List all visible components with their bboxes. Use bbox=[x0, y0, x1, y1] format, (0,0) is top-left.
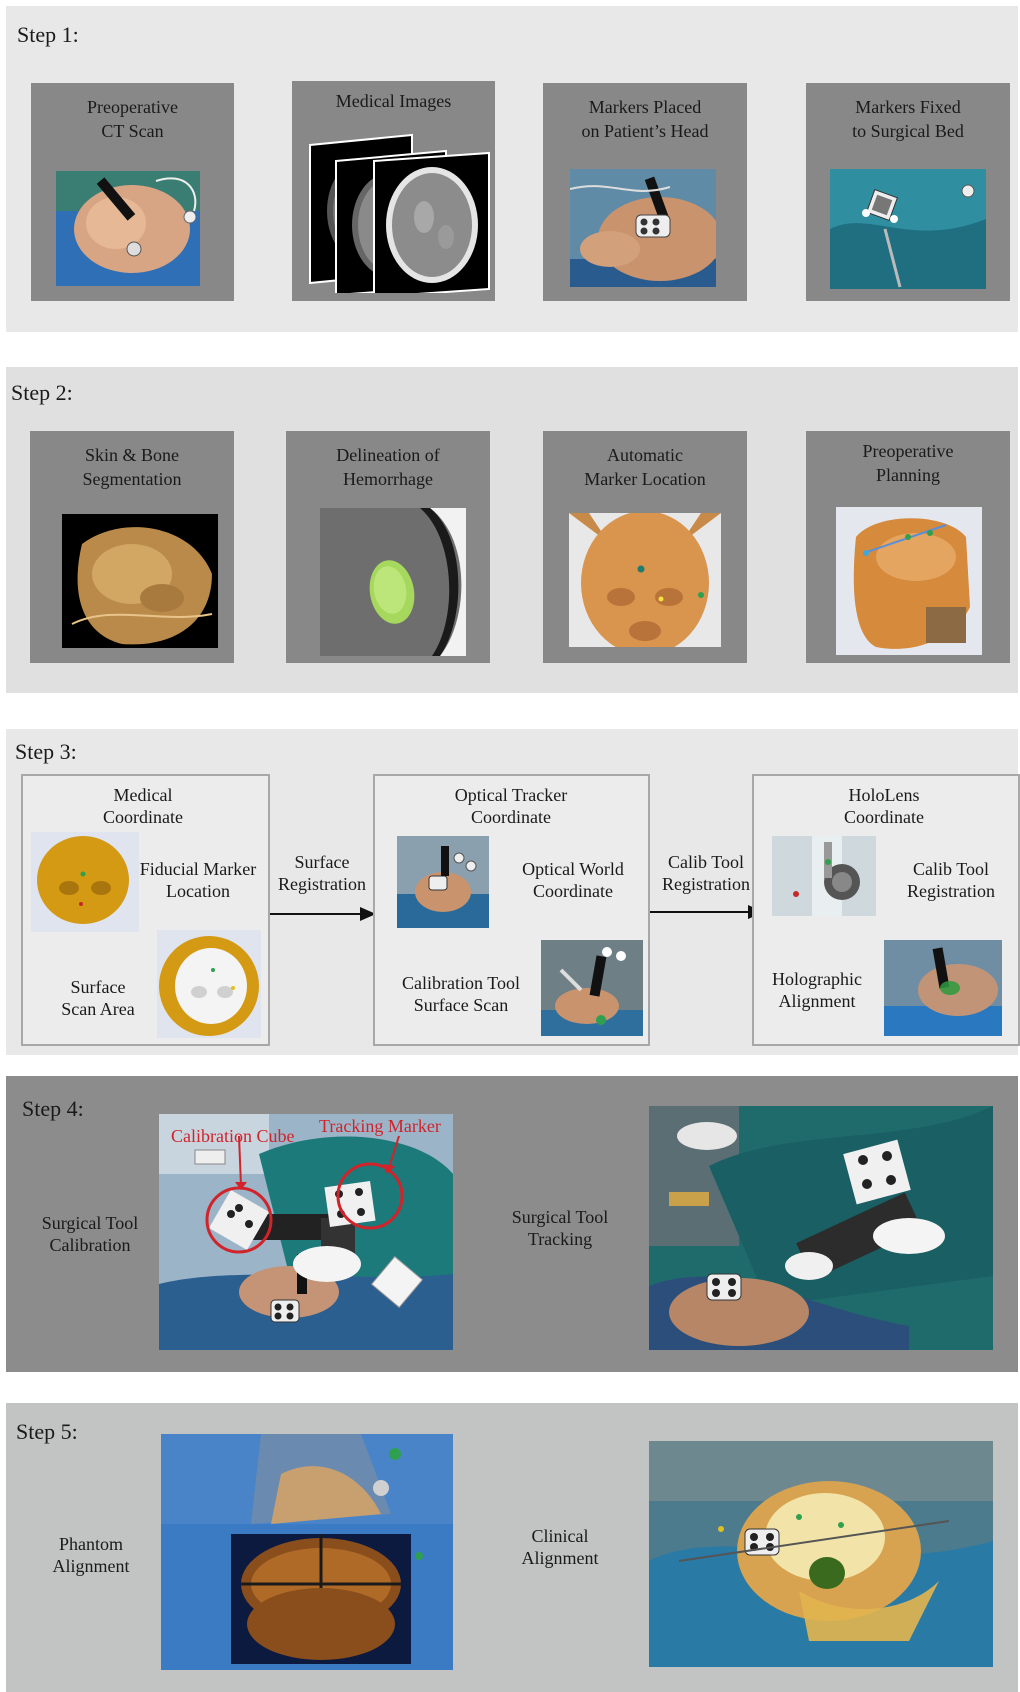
step2-band: Step 2: Skin & Bone Segmentation Delinea… bbox=[6, 367, 1018, 693]
step2-card-planning: Preoperative Planning bbox=[806, 431, 1010, 663]
tool-calibration-photo: Calibration Cube Tracking Marker bbox=[159, 1114, 453, 1350]
step4-band: Step 4: Surgical Tool Calibration bbox=[6, 1076, 1018, 1372]
clinical-alignment-photo bbox=[649, 1441, 993, 1667]
phantom-alignment-photo bbox=[161, 1434, 453, 1670]
step1-band: Step 1: Preoperative CT Scan Medical Ima… bbox=[6, 6, 1018, 332]
step3-title: Step 3: bbox=[15, 739, 77, 765]
surface-registration-arrow bbox=[270, 913, 362, 915]
phantom-alignment-label: Phantom Alignment bbox=[26, 1533, 156, 1577]
card-title: Preoperative Planning bbox=[806, 439, 1010, 487]
step1-card-markers-head: Markers Placed on Patient’s Head bbox=[543, 83, 747, 301]
step1-card-medical-images: Medical Images bbox=[292, 81, 495, 301]
panel-title: Medical Coordinate bbox=[93, 784, 193, 828]
hololens-calib-label: Calib Tool Registration bbox=[888, 858, 1014, 902]
step5-title: Step 5: bbox=[16, 1419, 78, 1445]
card-title: Medical Images bbox=[292, 89, 495, 113]
ct-slice-stack bbox=[306, 121, 491, 293]
hololens-calib-photo bbox=[772, 836, 876, 916]
step1-title: Step 1: bbox=[17, 22, 79, 48]
surface-registration-label: Surface Registration bbox=[266, 851, 378, 895]
clinical-alignment-label: Clinical Alignment bbox=[500, 1525, 620, 1569]
card-title: Automatic Marker Location bbox=[543, 443, 747, 491]
panel-title: HoloLens Coordinate bbox=[824, 784, 944, 828]
fiducial-marker-label: Fiducial Marker Location bbox=[133, 858, 263, 902]
card-title: Markers Fixed to Surgical Bed bbox=[806, 95, 1010, 143]
calibration-tool-scan-photo bbox=[541, 940, 643, 1036]
step2-card-hemorrhage: Delineation of Hemorrhage bbox=[286, 431, 490, 663]
marker-location-render bbox=[569, 513, 721, 647]
optical-world-label: Optical World Coordinate bbox=[503, 858, 643, 902]
tracking-marker-annotation: Tracking Marker bbox=[319, 1116, 441, 1137]
surgical-tool-calibration-label: Surgical Tool Calibration bbox=[20, 1212, 160, 1256]
optical-world-photo bbox=[397, 836, 489, 928]
step1-card-ct-scan: Preoperative CT Scan bbox=[31, 83, 234, 301]
patient-head-ct-photo bbox=[56, 171, 200, 286]
panel-title: Optical Tracker Coordinate bbox=[431, 784, 591, 828]
step5-band: Step 5: Phantom Alignment Clinical Align… bbox=[6, 1403, 1018, 1692]
hololens-panel: HoloLens Coordinate Calib Tool Registrat… bbox=[752, 774, 1020, 1046]
planning-render bbox=[836, 507, 982, 655]
calibration-tool-scan-label: Calibration Tool Surface Scan bbox=[385, 972, 537, 1016]
card-title: Delineation of Hemorrhage bbox=[286, 443, 490, 491]
step2-title: Step 2: bbox=[11, 380, 73, 406]
skin-bone-render bbox=[62, 514, 218, 648]
card-title: Skin & Bone Segmentation bbox=[30, 443, 234, 491]
medical-coordinate-panel: Medical Coordinate Fiducial Marker Locat… bbox=[21, 774, 270, 1046]
card-title: Preoperative CT Scan bbox=[31, 95, 234, 143]
surgical-tool-tracking-label: Surgical Tool Tracking bbox=[490, 1206, 630, 1250]
patient-markers-photo bbox=[570, 169, 716, 287]
fiducial-marker-render bbox=[31, 832, 139, 932]
step3-band: Step 3: Medical Coordinate Fiducial Mark… bbox=[6, 729, 1018, 1055]
surface-scan-render bbox=[157, 930, 261, 1038]
holographic-alignment-label: Holographic Alignment bbox=[762, 968, 872, 1012]
surgical-bed-marker-photo bbox=[830, 169, 986, 289]
step1-card-markers-bed: Markers Fixed to Surgical Bed bbox=[806, 83, 1010, 301]
card-title: Markers Placed on Patient’s Head bbox=[543, 95, 747, 143]
step2-card-marker-location: Automatic Marker Location bbox=[543, 431, 747, 663]
tool-tracking-photo bbox=[649, 1106, 993, 1350]
surface-scan-label: Surface Scan Area bbox=[43, 976, 153, 1020]
holographic-alignment-photo bbox=[884, 940, 1002, 1036]
optical-tracker-panel: Optical Tracker Coordinate Optical World… bbox=[373, 774, 650, 1046]
calib-tool-registration-label: Calib Tool Registration bbox=[649, 851, 763, 895]
hemorrhage-ct bbox=[320, 508, 466, 656]
step2-card-segmentation: Skin & Bone Segmentation bbox=[30, 431, 234, 663]
step4-title: Step 4: bbox=[22, 1096, 84, 1122]
calibration-cube-annotation: Calibration Cube bbox=[171, 1126, 294, 1147]
calib-tool-registration-arrow bbox=[650, 911, 750, 913]
